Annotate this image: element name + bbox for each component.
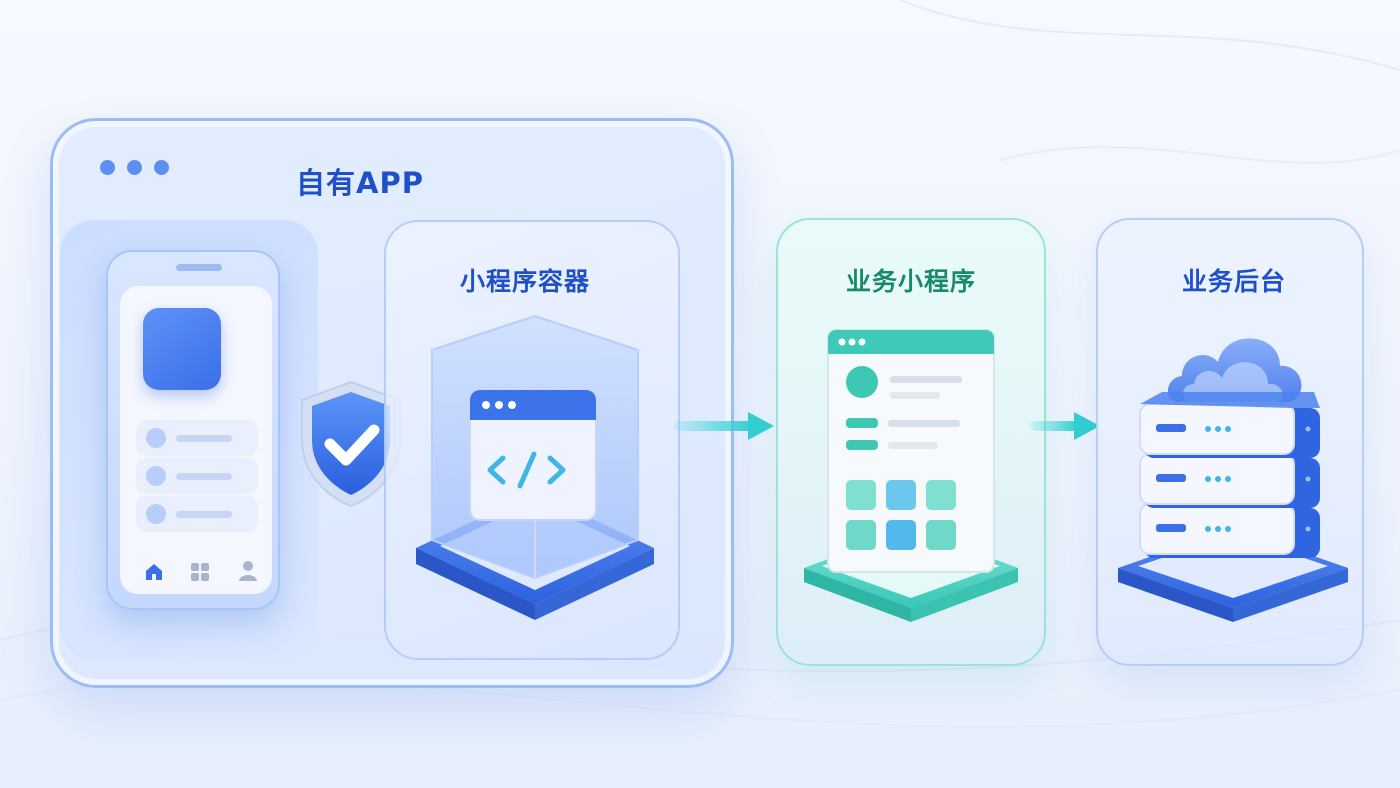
window-dot bbox=[127, 160, 142, 175]
mini-program-illustration bbox=[804, 329, 1018, 622]
container-title: 小程序容器 bbox=[460, 267, 591, 296]
list-item bbox=[136, 420, 258, 456]
server-icon bbox=[1139, 392, 1320, 558]
arrow-mini-to-backend bbox=[1030, 412, 1100, 440]
mini-program-title: 业务小程序 bbox=[846, 267, 977, 296]
app-icon bbox=[143, 308, 221, 390]
grid-icon bbox=[191, 563, 209, 581]
window-dot bbox=[154, 160, 169, 175]
backend-illustration bbox=[1118, 338, 1348, 622]
user-icon bbox=[239, 561, 257, 581]
window-dots bbox=[100, 160, 169, 175]
home-icon bbox=[146, 564, 162, 580]
arrow-container-to-mini bbox=[674, 412, 774, 440]
window-dot bbox=[100, 160, 115, 175]
backend-title: 业务后台 bbox=[1182, 267, 1287, 296]
list-item bbox=[136, 458, 258, 494]
code-icon bbox=[487, 451, 566, 489]
list-item bbox=[136, 496, 258, 532]
container-cube-illustration bbox=[416, 314, 654, 620]
shield-check-icon bbox=[301, 380, 401, 508]
phone-speaker bbox=[176, 264, 222, 271]
own-app-title: 自有APP bbox=[296, 166, 424, 200]
